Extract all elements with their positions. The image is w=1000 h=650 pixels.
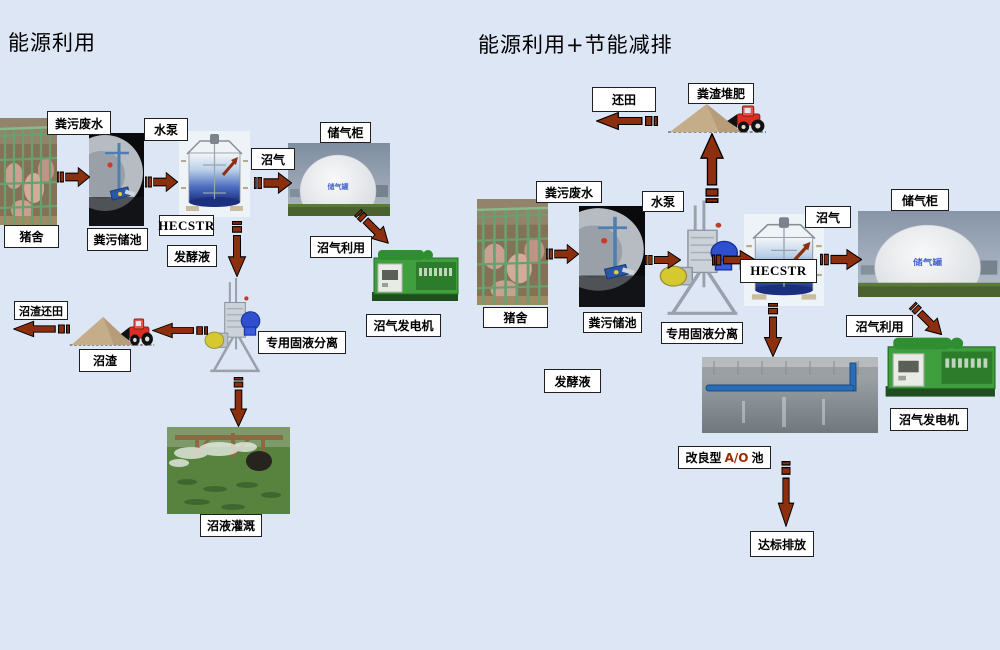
right-label-discharge: 达标排放	[750, 531, 814, 557]
right-label-biogas: 沼气	[805, 206, 851, 228]
right-label-hecstr: HECSTR	[740, 259, 817, 283]
left-arrow-separator-to-residue	[152, 322, 208, 339]
left-arrow-residue-to-field	[13, 320, 70, 338]
right-manure-pool-photo	[579, 206, 645, 307]
left-arrow-pig-to-pool	[57, 166, 90, 188]
left-compost-pile-image	[68, 314, 156, 348]
right-gas-holder-dome-text: 储气罐	[913, 257, 942, 268]
left-label-biogas-generator: 沼气发电机	[366, 314, 441, 337]
left-label-water-pump: 水泵	[144, 118, 188, 141]
right-label-separator: 专用固液分离	[661, 322, 743, 344]
right-label-biogas-generator: 沼气发电机	[890, 408, 968, 431]
right-arrow-compost-to-field	[596, 111, 658, 131]
left-arrow-reactor-to-gasholder	[254, 171, 292, 195]
right-arrow-pool-to-separator	[645, 250, 681, 270]
right-diagram-title: 能源利用+节能减排	[478, 33, 673, 57]
right-arrow-separator-to-compost	[699, 133, 725, 203]
right-compost-pile-image	[666, 101, 768, 135]
tractor-icon	[120, 318, 153, 346]
right-label-gas-holder: 储气柜	[891, 189, 949, 211]
left-label-biogas-use: 沼气利用	[310, 236, 372, 258]
right-label-biogas-use: 沼气利用	[846, 315, 913, 337]
right-ao-pond-photo	[702, 357, 878, 433]
left-arrow-pool-to-reactor	[145, 171, 178, 193]
left-label-residue: 沼渣	[79, 349, 131, 372]
left-label-slurry-irrigation: 沼液灌溉	[200, 514, 262, 537]
right-arrow-pig-to-pool	[546, 243, 579, 265]
left-irrigation-photo	[167, 427, 290, 514]
left-label-pig-house: 猪舍	[4, 225, 59, 248]
right-label-fermentation-liquid: 发酵液	[544, 369, 601, 393]
left-biogas-generator-photo	[366, 246, 462, 310]
left-gas-holder-photo: 储气罐	[288, 143, 390, 216]
left-label-gas-holder: 储气柜	[320, 122, 371, 143]
tractor-icon	[727, 105, 765, 133]
right-label-manure-wastewater: 粪污废水	[536, 181, 602, 203]
left-separator-image	[202, 276, 266, 378]
right-label-pig-house: 猪舍	[483, 307, 548, 328]
right-arrow-gasholder-to-generator	[905, 300, 949, 340]
right-label-water-pump: 水泵	[642, 191, 684, 212]
left-label-separator: 专用固液分离	[258, 331, 346, 354]
right-label-manure-pool: 粪污储池	[583, 312, 642, 333]
left-arrow-reactor-to-separator	[227, 221, 247, 277]
right-pig-house-photo	[477, 199, 548, 305]
left-hecstr-reactor-image	[179, 131, 250, 217]
left-gas-holder-dome-text: 储气罐	[327, 182, 349, 191]
ao-pool-ao-text: A/O	[724, 450, 749, 465]
left-label-fermentation-liquid: 发酵液	[167, 245, 217, 267]
left-label-manure-pool: 粪污储池	[87, 228, 148, 251]
right-label-manure-compost: 粪渣堆肥	[688, 83, 754, 104]
left-label-residue-to-field: 沼渣还田	[14, 301, 68, 320]
right-arrow-reactor-to-pond	[763, 303, 783, 357]
left-label-manure-wastewater: 粪污废水	[47, 111, 111, 135]
left-label-biogas: 沼气	[251, 148, 295, 170]
right-arrow-pond-to-discharge	[777, 461, 795, 527]
right-label-to-field: 还田	[592, 87, 656, 112]
right-gas-holder-photo: 储气罐	[858, 211, 1000, 297]
left-arrow-separator-to-irrigation	[229, 377, 248, 427]
right-biogas-generator-photo	[878, 333, 1000, 407]
left-label-hecstr: HECSTR	[158, 215, 214, 236]
right-arrow-reactor-to-gasholder	[820, 248, 862, 271]
left-diagram-title: 能源利用	[8, 31, 96, 55]
left-manure-pool-photo	[89, 133, 144, 226]
left-arrow-gasholder-to-generator	[350, 208, 396, 248]
